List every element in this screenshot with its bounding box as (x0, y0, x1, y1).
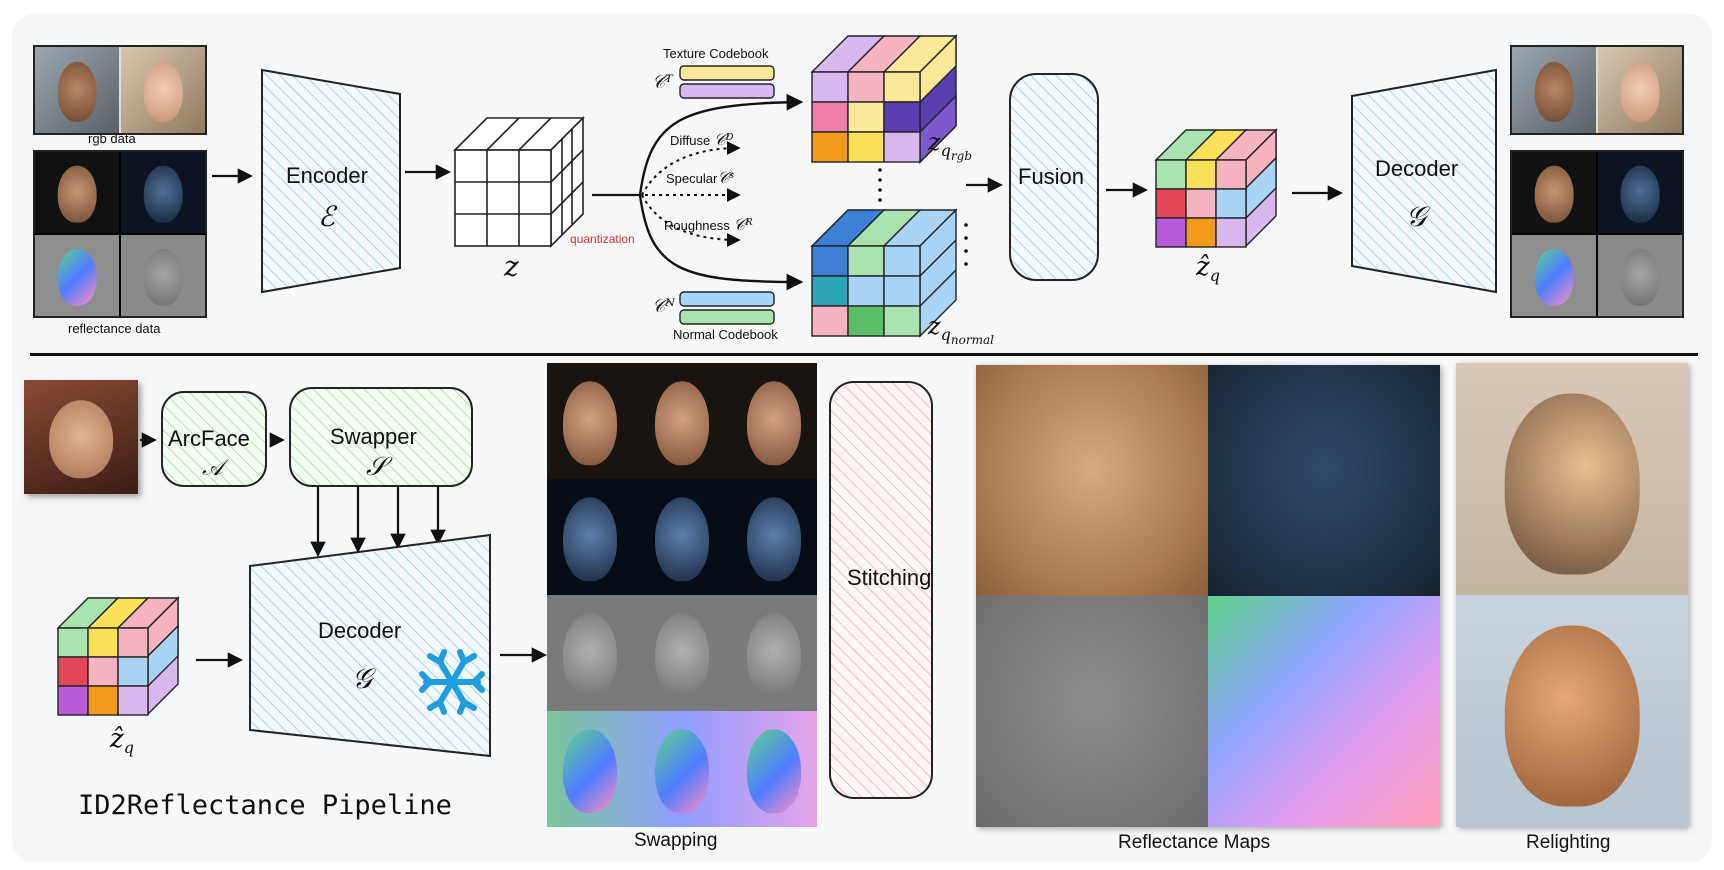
rgb-output-2 (1598, 47, 1682, 133)
arcface-label: ArcFace (168, 426, 250, 451)
stitching-label: Stitching (847, 565, 932, 590)
zq-rgb-label: zqrgb (928, 128, 973, 163)
zq-hat-label-bottom: ẑq (110, 724, 134, 758)
z-symbol: z (504, 250, 519, 283)
reflectance-output-photos (1510, 150, 1684, 318)
pipeline-title: ID2Reflectance Pipeline (78, 790, 452, 821)
zq-rgb-cube (810, 34, 958, 164)
quantization-label: quantization (570, 232, 635, 246)
zq-normal-cube (810, 208, 958, 338)
normal-photo (35, 235, 119, 316)
swapper-label: Swapper (330, 424, 417, 449)
specular-photo (121, 152, 205, 233)
fusion-label: Fusion (1018, 164, 1085, 189)
diffuse-output (1512, 152, 1596, 233)
map-specular (1208, 365, 1440, 596)
roughness-output (1598, 235, 1682, 316)
zq-hat-cube-top (1154, 128, 1278, 248)
rgb-photo-1 (35, 47, 119, 133)
diffuse-photo (35, 152, 119, 233)
reflectance-data-label: reflectance data (68, 321, 161, 336)
map-roughness (976, 596, 1208, 827)
zq-normal-label: zqnormal (928, 312, 994, 347)
rgb-output-photos (1510, 45, 1684, 135)
normal-output (1512, 235, 1596, 316)
swap-row-normal (547, 711, 817, 827)
normal-codebook-symbol: 𝒞ᴺ (652, 296, 676, 317)
specular-output (1598, 152, 1682, 233)
map-normal (1208, 596, 1440, 827)
zq-hat-label-top: ẑq (1196, 252, 1220, 286)
roughness-photo (121, 235, 205, 316)
snowflake-frozen-icon (419, 649, 485, 715)
arcface-block (161, 391, 267, 487)
stitching-block (829, 381, 933, 799)
swap-row-diffuse (547, 363, 817, 479)
swap-row-roughness (547, 595, 817, 711)
swapper-block (289, 387, 473, 487)
branch-specular: Specular𝒞ˢ (666, 168, 735, 187)
reflectance-data-photos (33, 150, 207, 318)
normal-codebook-label: Normal Codebook (673, 327, 778, 342)
z-latent-cube (453, 116, 585, 248)
swapping-label: Swapping (634, 830, 718, 851)
decoder-block-bottom (249, 533, 491, 758)
swapping-grid (547, 363, 817, 827)
decoder-block-top (1351, 68, 1497, 294)
relighting-label: Relighting (1526, 832, 1611, 853)
rgb-output-1 (1512, 47, 1596, 133)
swap-row-specular (547, 479, 817, 595)
map-diffuse (976, 365, 1208, 596)
rgb-photo-2 (121, 47, 205, 133)
encoder-symbol: ℰ (318, 200, 335, 233)
relight-bottom (1456, 595, 1688, 827)
relighting-panel (1456, 363, 1688, 827)
arcface-symbol: 𝒜 (202, 456, 223, 481)
zq-hat-cube-bottom (56, 596, 180, 716)
encoder-block (261, 68, 401, 294)
decoder-label-bottom: Decoder (318, 618, 402, 643)
branch-roughness: Roughness 𝒞ᴿ (664, 215, 753, 234)
swapper-symbol: 𝒮 (366, 452, 387, 482)
decoder-label-top: Decoder (1375, 156, 1459, 181)
reflectance-maps-grid (976, 365, 1440, 827)
section-divider (30, 353, 1698, 356)
texture-codebook-symbol: 𝒞ᵀ (652, 72, 673, 93)
decoder-symbol-bottom: 𝒢 (352, 662, 372, 695)
branch-diffuse: Diffuse 𝒞ᴰ (670, 130, 734, 149)
rgb-data-photos (33, 45, 207, 135)
relight-top (1456, 363, 1688, 595)
rgb-data-label: rgb data (88, 131, 136, 146)
texture-codebook-label: Texture Codebook (663, 46, 769, 61)
encoder-label: Encoder (286, 163, 368, 188)
decoder-symbol-top: 𝒢 (1406, 200, 1426, 233)
reflectance-maps-label: Reflectance Maps (1118, 832, 1271, 853)
fusion-block (1009, 73, 1099, 281)
identity-photo (24, 380, 138, 494)
